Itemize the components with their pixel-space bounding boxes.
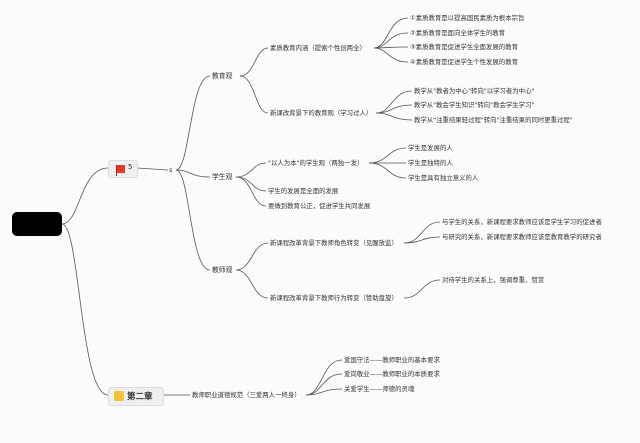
role-item[interactable]: 与学生的关系，新课程要求教师应该是学生学习的促进者	[442, 218, 602, 226]
topic-node-5[interactable]: 5	[108, 160, 138, 178]
connotation-item[interactable]: ③素质教育是促进学生全面发展的教育	[410, 43, 518, 51]
people-item[interactable]: 学生是具有独立意义的人	[408, 174, 479, 182]
topic-node-5-label: 5	[128, 163, 133, 171]
connector-dot-label: s	[169, 166, 173, 174]
people-item[interactable]: 学生是发展的人	[408, 144, 453, 152]
behavior-change-node[interactable]: 新课程改革背景下教师行为转变（赞助盘旋）	[270, 294, 398, 302]
ethics-node[interactable]: 教师职业道德规范（三爱两人一终身）	[192, 391, 301, 399]
role-item[interactable]: 与研究的关系，新课程要求教师应该是教育教学的研究者	[442, 233, 602, 241]
reform-item[interactable]: 教学从"注重结果轻过程"转向"注重结果的同时更重过程"	[414, 116, 573, 124]
connotation-item[interactable]: ④素质教育是促进学生个性发展的教育	[410, 58, 518, 66]
teacher-view-node[interactable]: 教师观	[212, 266, 233, 274]
connotation-item[interactable]: ②素质教育是面向全体学生的教育	[410, 29, 506, 37]
reform-item[interactable]: 教学从"教者为中心"转向"以学习者为中心"	[414, 87, 535, 95]
ethics-item[interactable]: 爱岗敬业——教师职业的本质要求	[344, 370, 440, 378]
all-round-node[interactable]: 学生的发展是全面的发展	[268, 187, 339, 195]
reform-node[interactable]: 新课改背景下的教育观（学习过人）	[270, 109, 373, 117]
people-item[interactable]: 学生是独特的人	[408, 159, 453, 167]
chapter-2-node[interactable]: 第二章	[108, 387, 164, 406]
fairness-node[interactable]: 要做到教育公正，促进学生共同发展	[268, 202, 371, 210]
ethics-item[interactable]: 关爱学生——师德的灵魂	[344, 385, 415, 393]
student-view-node[interactable]: 学生观	[212, 173, 233, 181]
reform-item[interactable]: 教学从"教会学生知识"转向"教会学生学习"	[414, 101, 535, 109]
chapter-2-label: 第二章	[127, 392, 153, 402]
edu-view-node[interactable]: 教育观	[212, 72, 233, 80]
book-icon	[114, 391, 124, 401]
red-flag-icon	[116, 165, 125, 176]
root-node[interactable]	[12, 212, 62, 236]
role-change-node[interactable]: 新课程改革背景下教师角色转变（见醒放监）	[270, 239, 398, 247]
behavior-item[interactable]: 对待学生的关系上，强调尊重、赞赏	[442, 276, 545, 284]
ethics-item[interactable]: 爱国守法——教师职业的基本要求	[344, 356, 440, 364]
connotation-node[interactable]: 素质教育内涵（提索个性创两全）	[270, 44, 366, 52]
connotation-item[interactable]: ①素质教育是以提高国民素质为根本宗旨	[410, 14, 525, 22]
people-oriented-node[interactable]: "以人为本"的学生观（两独一发）	[268, 159, 364, 167]
